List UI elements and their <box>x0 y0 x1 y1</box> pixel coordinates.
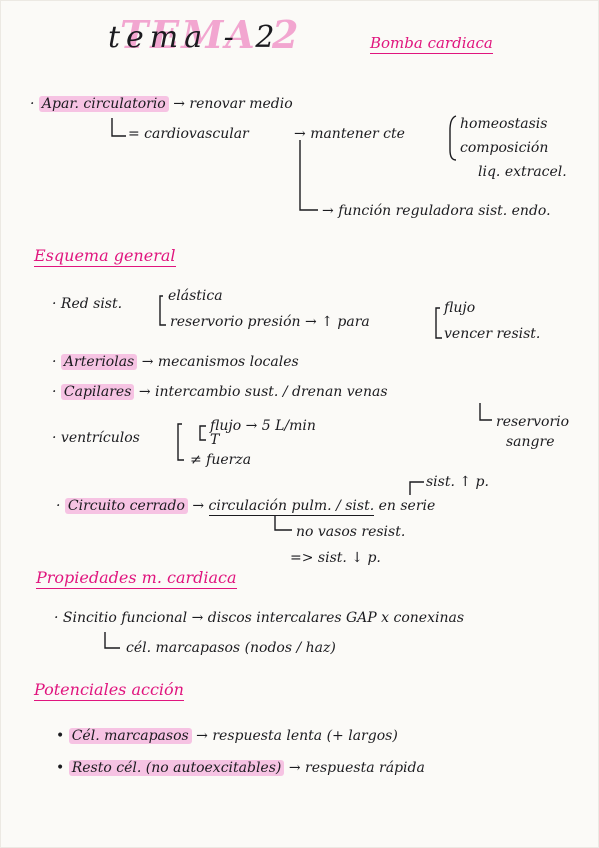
reservorio-sangre-2: sangre <box>506 434 555 450</box>
flujo-val-text: 5 L/min <box>261 418 316 434</box>
title-handwritten: tema - 2 <box>108 20 281 55</box>
arrow-icon: → <box>322 203 334 219</box>
bracket-para <box>435 307 442 339</box>
apar-label: Apar. circulatorio <box>38 96 169 112</box>
arrow-reservorio <box>479 403 492 421</box>
propiedades-heading: Propiedades m. cardiaca <box>36 568 237 589</box>
bracket-ventr <box>177 423 184 461</box>
sist-p-text: sist. ↑ p. <box>426 474 489 490</box>
ventriculos-text: ventrículos <box>60 430 140 446</box>
circuito-label: Circuito cerrado <box>64 498 188 514</box>
renovar-text: renovar medio <box>189 96 293 112</box>
flujo-text: flujo <box>444 300 476 316</box>
arrow-icon: → <box>191 610 204 626</box>
sincitio-line: · Sincitio funcional → discos intercalar… <box>54 610 465 626</box>
composicion-text: composición <box>460 140 549 156</box>
mantener-line: → mantener cte <box>294 126 405 142</box>
potenciales-heading: Potenciales acción <box>34 680 184 701</box>
arrow-icon: → <box>196 728 208 744</box>
circuito-line: · Circuito cerrado → circulación pulm. /… <box>56 498 436 516</box>
cel-marcapasos-label: Cél. marcapasos <box>68 728 192 744</box>
intro-line-1: · Apar. circulatorio → renovar medio <box>30 96 293 112</box>
flujo-v-text: flujo <box>210 418 242 434</box>
mecanismos-text: mecanismos locales <box>157 354 299 370</box>
arrow-icon: → <box>141 354 154 370</box>
red-label: · Red sist. <box>52 296 123 312</box>
bracket-flujo-t <box>199 425 206 441</box>
arrow-icon: → <box>305 314 317 330</box>
subtitle: Bomba cardiaca <box>370 34 493 54</box>
resp-lenta-text: respuesta lenta (+ largos) <box>212 728 398 744</box>
mantener-text: mantener cte <box>310 126 405 142</box>
arrow-icon: → <box>294 126 306 142</box>
para-text: para <box>337 314 370 330</box>
intercambio-text: intercambio sust. / drenan venas <box>155 384 388 400</box>
no-vasos-text: no vasos resist. <box>296 524 406 540</box>
liq-text: liq. extracel. <box>478 164 567 180</box>
reservorio-line: reservorio presión → ↑ para <box>170 314 370 330</box>
resto-label: Resto cél. (no autoexcitables) <box>68 760 285 776</box>
flujo-v-line: flujo → 5 L/min <box>210 418 316 434</box>
sincitio-text: Sincitio funcional <box>62 610 188 626</box>
title-highlight: TEMA 2 <box>120 12 301 57</box>
en-serie-text: en serie <box>378 498 436 514</box>
resp-rapida-text: respuesta rápida <box>305 760 425 776</box>
homeostasis-text: homeostasis <box>460 116 548 132</box>
vencer-text: vencer resist. <box>444 326 541 342</box>
capilares-label: Capilares <box>60 384 135 400</box>
arrow-sist-up <box>409 481 424 495</box>
capilares-line: · Capilares → intercambio sust. / drenan… <box>52 384 388 400</box>
resto-line: • Resto cél. (no autoexcitables) → respu… <box>56 760 425 776</box>
arrow-cardio <box>111 118 126 137</box>
arrow-icon: → <box>173 96 185 112</box>
arrow-icon: → <box>245 418 258 434</box>
arrow-no-vasos <box>274 515 292 531</box>
sist-down-text: => sist. ↓ p. <box>290 550 381 566</box>
elastica-text: elástica <box>168 288 223 304</box>
arteriolas-line: · Arteriolas → mecanismos locales <box>52 354 299 370</box>
up-arrow-text: ↑ <box>321 314 333 330</box>
bracket-red <box>159 295 166 326</box>
arteriolas-label: Arteriolas <box>60 354 138 370</box>
cardio-text: = cardiovascular <box>128 126 249 142</box>
bracket-homeo <box>449 115 457 161</box>
funcion-line: → función reguladora sist. endo. <box>322 203 551 219</box>
arrow-icon: → <box>138 384 151 400</box>
ventriculos-label: · ventrículos <box>52 430 140 446</box>
discos-text: discos intercalares GAP x conexinas <box>207 610 465 626</box>
funcion-text: función reguladora sist. endo. <box>338 203 551 219</box>
arrow-funcion <box>299 140 318 211</box>
t-mark: T <box>210 432 220 448</box>
arrow-icon: → <box>288 760 301 776</box>
cel-marcapasos-line: • Cél. marcapasos → respuesta lenta (+ l… <box>56 728 398 744</box>
arrow-marcapasos <box>104 632 120 649</box>
circ-pulm-text: circulación pulm. / sist. <box>208 498 375 516</box>
red-label-text: Red sist. <box>60 296 123 312</box>
reservorio-sangre-1: reservorio <box>496 414 570 430</box>
fuerza-text: ≠ fuerza <box>190 452 252 468</box>
reservorio-text: reservorio presión <box>170 314 301 330</box>
marcapasos-text: cél. marcapasos (nodos / haz) <box>126 640 336 656</box>
arrow-icon: → <box>192 498 205 514</box>
esquema-heading: Esquema general <box>34 246 176 267</box>
